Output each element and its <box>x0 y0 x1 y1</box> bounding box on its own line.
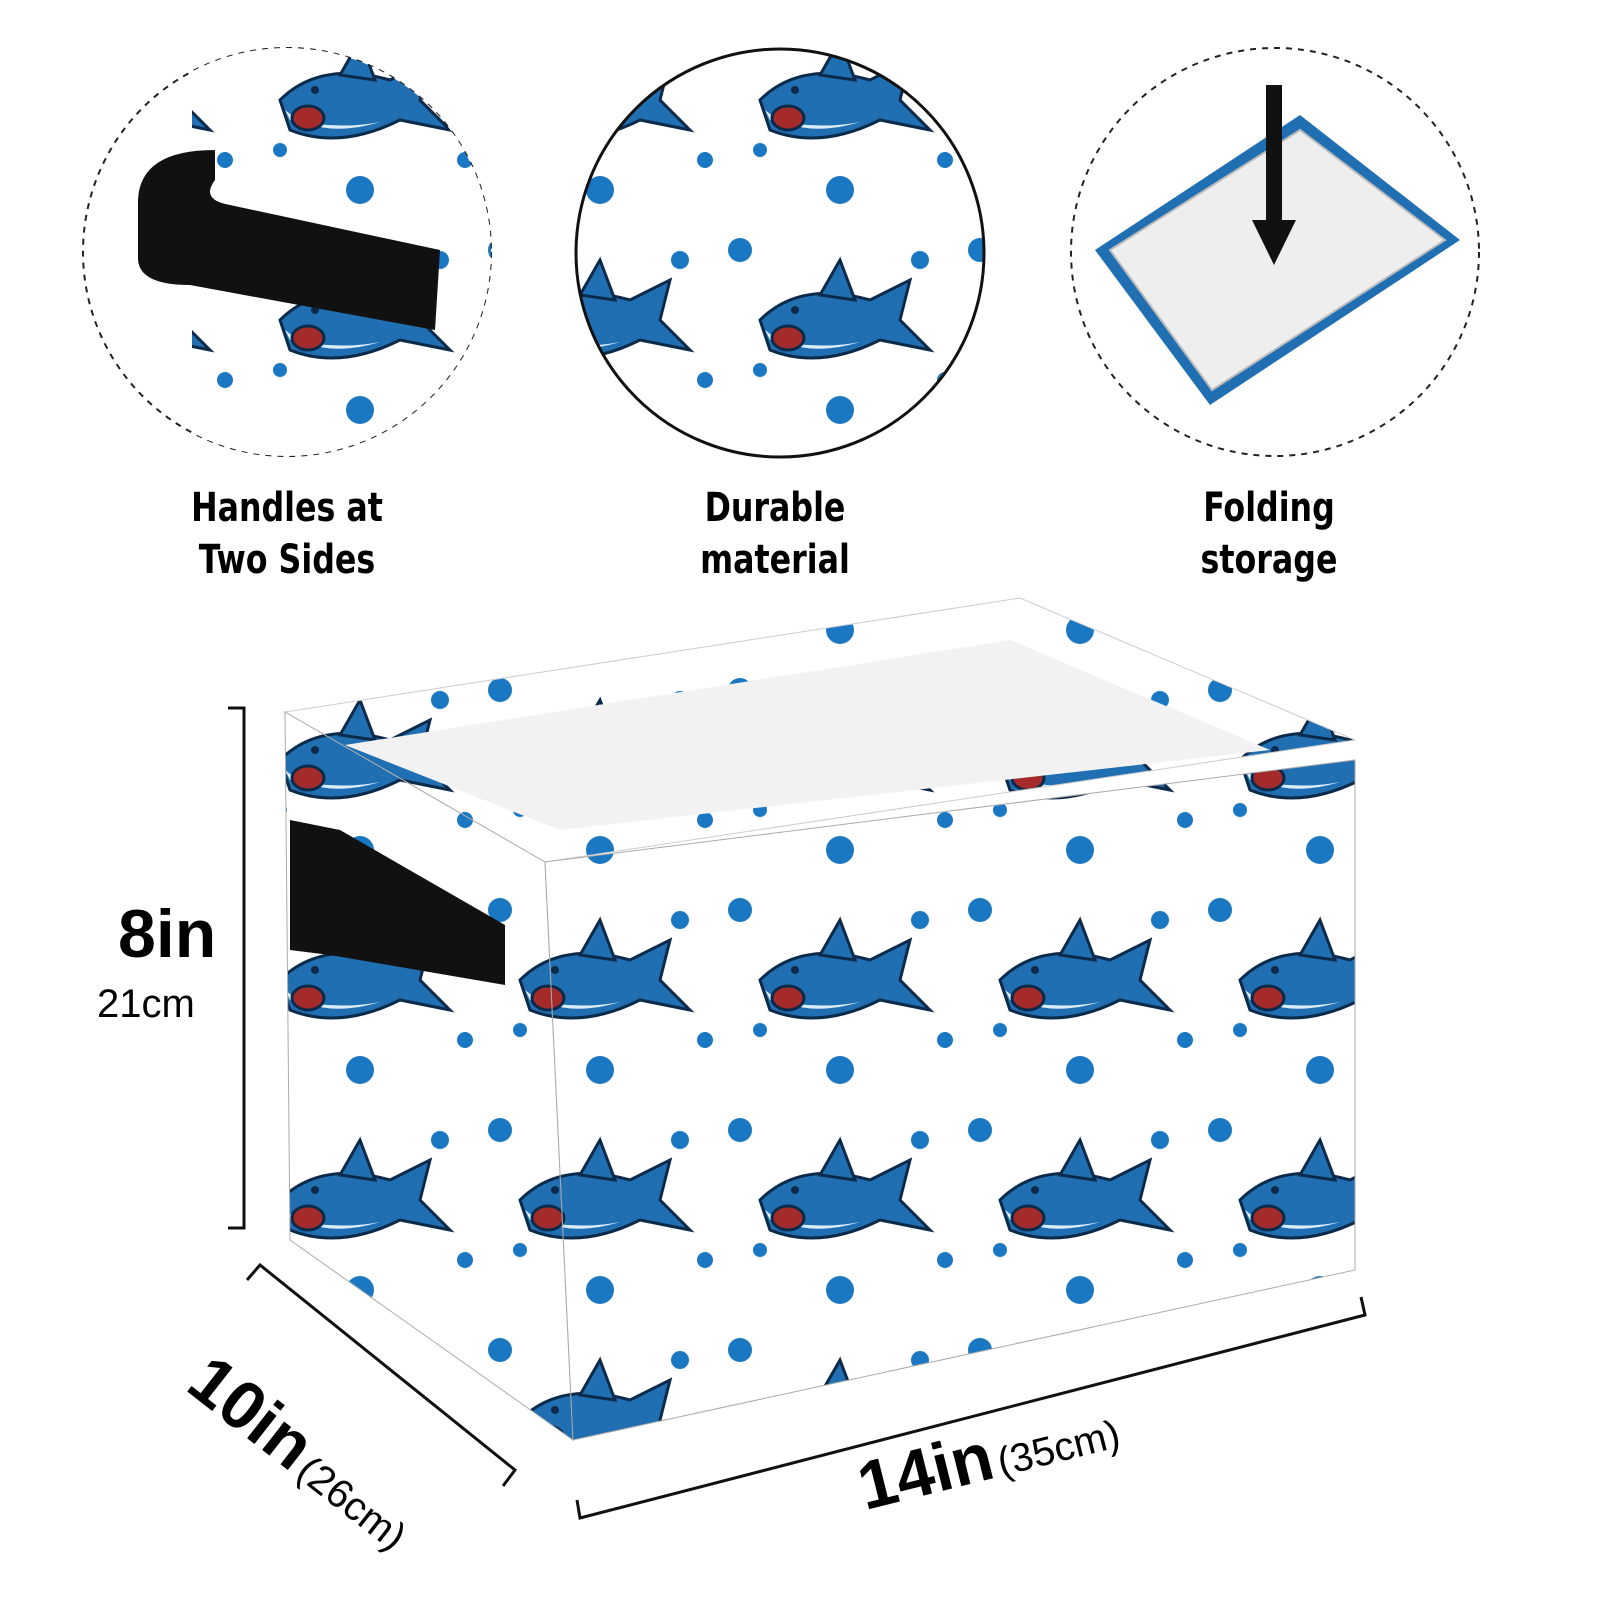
dimension-lines <box>228 706 1367 1520</box>
folding-storage-circle <box>1070 47 1480 457</box>
label-line: Durable <box>704 485 846 531</box>
down-arrow-icon <box>1252 85 1296 265</box>
feature-label-durable: Durable material <box>617 482 934 586</box>
fabric-closeup-circle <box>574 47 986 459</box>
depth-line <box>245 1262 518 1487</box>
height-cm: 21cm <box>97 982 195 1026</box>
height-inches: 8in <box>118 896 217 972</box>
handle-icon <box>138 110 440 330</box>
feature-label-folding: Folding storage <box>1111 482 1428 586</box>
storage-basket <box>283 597 1357 1442</box>
label-line: Folding <box>1203 485 1335 531</box>
height-line <box>228 706 246 1230</box>
label-line: storage <box>1200 537 1338 583</box>
handle-closeup-circle <box>82 47 492 457</box>
feature-label-handles: Handles at Two Sides <box>129 482 446 586</box>
width-line <box>575 1296 1367 1520</box>
side-handle <box>290 820 505 985</box>
label-line: Two Sides <box>198 537 376 583</box>
label-line: material <box>700 537 850 583</box>
label-line: Handles at <box>191 485 383 531</box>
